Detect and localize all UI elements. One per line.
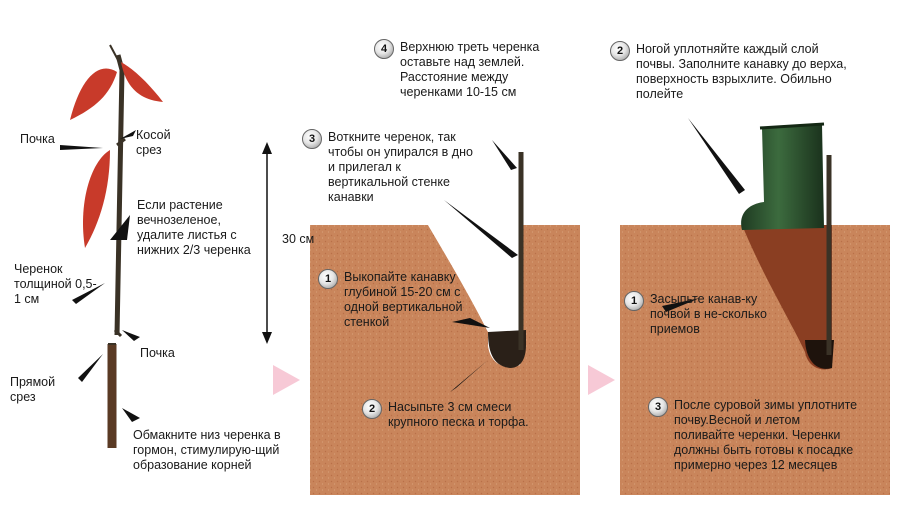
step-text: Засыпьте канав-ку почвой в не-сколько пр… xyxy=(650,292,767,336)
step-text: Верхнюю треть черенка оставьте над земле… xyxy=(400,40,540,99)
pointer-bud-top xyxy=(60,145,103,150)
panel2-soil-illustration xyxy=(620,118,890,495)
panel2-step-1: 1 Засыпьте канав-ку почвой в не-сколько … xyxy=(624,291,774,337)
label-length: 30 см xyxy=(282,232,315,246)
label-slant-cut: Косой срез xyxy=(136,128,171,157)
trench-sand-peat xyxy=(488,330,526,368)
leaf-stalk xyxy=(109,44,119,61)
panel2-step-3: 3 После суровой зимы уплотните почву.Вес… xyxy=(648,397,863,473)
pointer-evergreen xyxy=(110,215,130,240)
bud-upper xyxy=(116,137,126,147)
pointer-hormone xyxy=(122,408,140,422)
step-text: После суровой зимы уплотните почву.Весно… xyxy=(674,398,858,472)
pointer-thickness xyxy=(72,283,105,304)
label-hormone-note: Обмакните низ черенка в гормон, стимулир… xyxy=(133,428,281,472)
pointer-p2-step1 xyxy=(662,298,700,312)
pointer-step1 xyxy=(452,318,490,328)
label-cutting-thickness: Черенок толщиной 0,5-1 см xyxy=(14,262,97,306)
length-arrow-bottom xyxy=(262,332,272,344)
step-text: Ногой уплотняйте каждый слой почвы. Запо… xyxy=(636,42,847,101)
boot-icon xyxy=(741,122,825,230)
pointer-straight-cut xyxy=(78,354,103,382)
pointer-bud-bottom xyxy=(122,330,140,341)
step-number-icon: 2 xyxy=(362,399,382,419)
arrow-right-icon xyxy=(588,365,615,395)
arrow-right-icon xyxy=(273,365,300,395)
step-number-icon: 1 xyxy=(318,269,338,289)
leaf-middle xyxy=(82,150,110,248)
leaf-top-right xyxy=(121,62,163,102)
step-text: Насыпьте 3 см смеси крупного песка и тор… xyxy=(388,400,529,429)
pointer-step2 xyxy=(450,360,488,392)
step-text: Воткните черенок, так чтобы он упирался … xyxy=(328,130,473,204)
label-straight-cut: Прямой срез xyxy=(10,375,56,404)
step-number-icon: 4 xyxy=(374,39,394,59)
bud-lower xyxy=(113,328,123,338)
label-bud-bottom: Почка xyxy=(140,346,175,360)
pointer-step3 xyxy=(444,200,518,258)
panel2-step-2: 2 Ногой уплотняйте каждый слой почвы. За… xyxy=(610,41,850,102)
panel1-step-3: 3 Воткните черенок, так чтобы он упиралс… xyxy=(302,129,482,205)
step-number-icon: 3 xyxy=(648,397,668,417)
panel2-soil xyxy=(620,225,890,495)
pointer-step4 xyxy=(492,140,517,170)
label-evergreen-note: Если растение вечнозеленое, удалите лист… xyxy=(137,198,251,257)
pointer-slant-cut xyxy=(120,130,136,139)
cutting-stem xyxy=(114,54,125,336)
filled-trench xyxy=(742,225,832,370)
step-number-icon: 1 xyxy=(624,291,644,311)
panel1-step-4: 4 Верхнюю треть черенка оставьте над зем… xyxy=(374,39,574,100)
panel1-step-1: 1 Выкопайте канавку глубиной 15-20 см с … xyxy=(318,269,468,330)
length-arrow-top xyxy=(262,142,272,154)
label-bud-top: Почка xyxy=(20,132,55,146)
leaf-top-left xyxy=(70,68,117,120)
step-number-icon: 3 xyxy=(302,129,322,149)
step-number-icon: 2 xyxy=(610,41,630,61)
panel1-soil xyxy=(310,225,580,495)
pointer-p2-step2 xyxy=(688,118,745,194)
step-text: Выкопайте канавку глубиной 15-20 см с од… xyxy=(344,270,463,329)
cutting-illustration xyxy=(60,44,272,448)
panel1-step-2: 2 Насыпьте 3 см смеси крупного песка и т… xyxy=(362,399,548,430)
panel1-soil-illustration xyxy=(310,140,580,495)
